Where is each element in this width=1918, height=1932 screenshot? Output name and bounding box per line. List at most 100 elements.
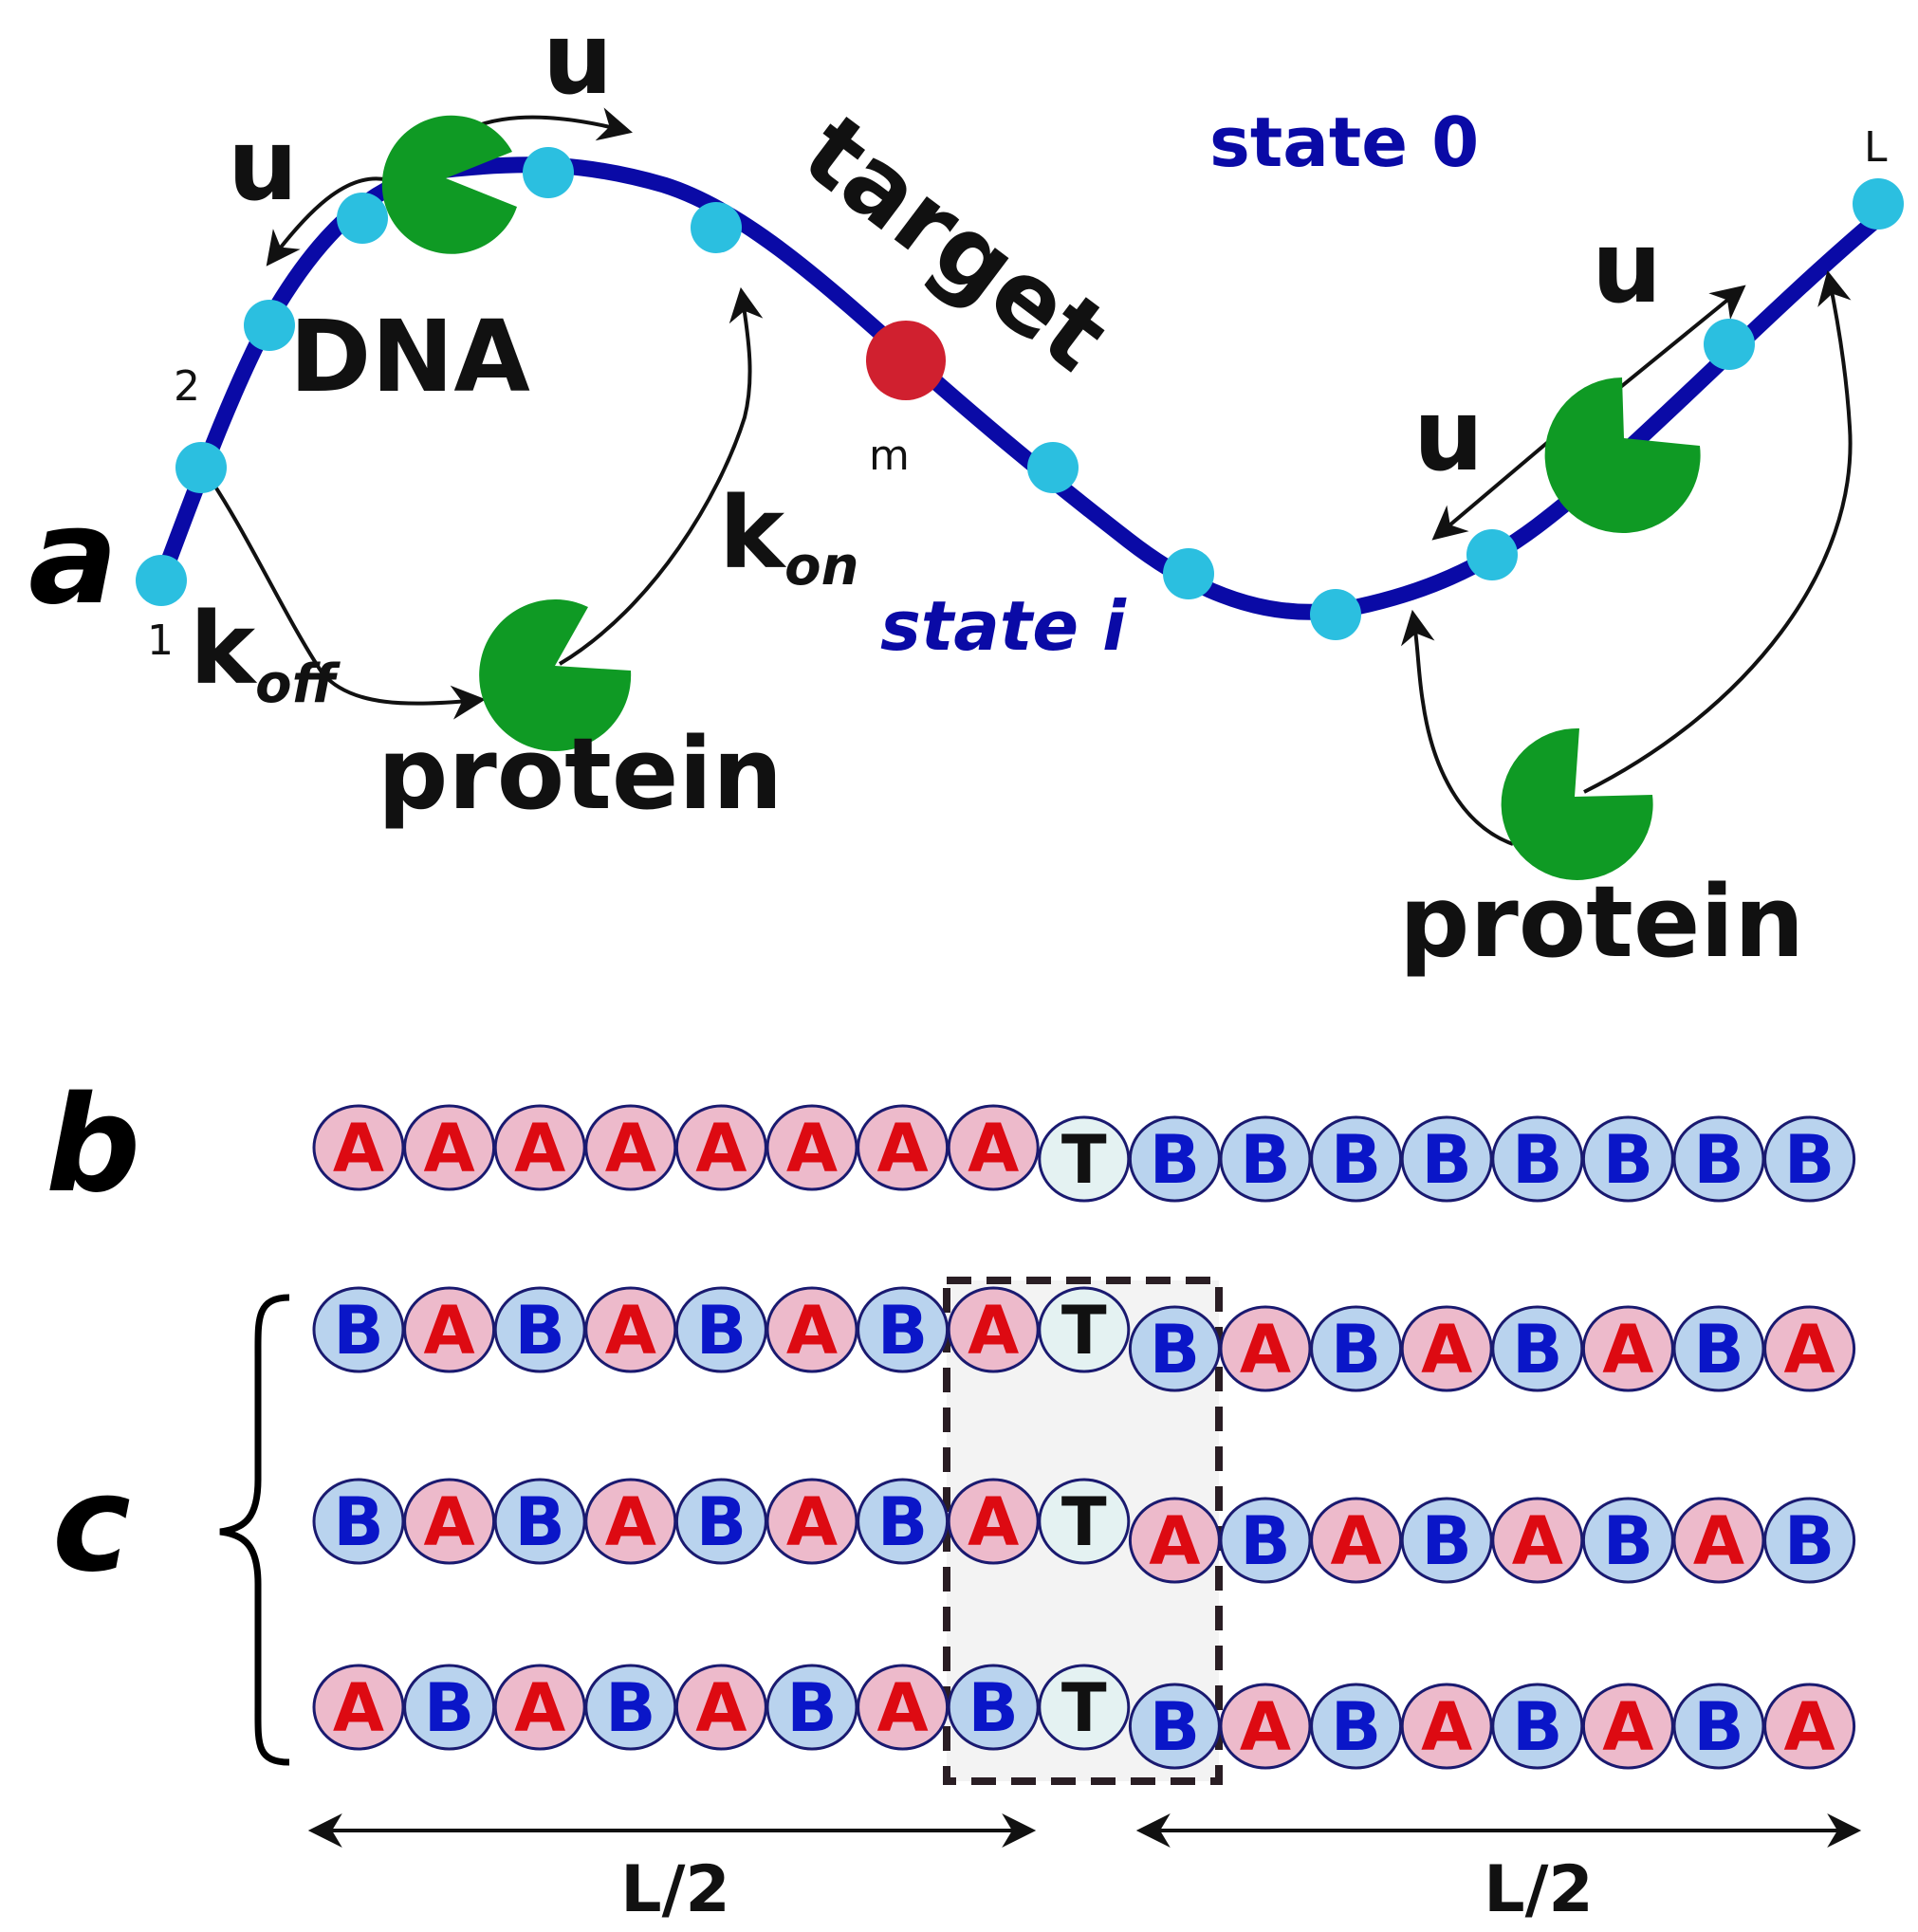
k-on-arrow-right-low	[1400, 609, 1514, 846]
bead-a: A	[584, 1286, 677, 1373]
bead-circle	[765, 1664, 858, 1751]
bead-letter: B	[1422, 1121, 1472, 1199]
bead-circle	[1581, 1683, 1674, 1770]
bead-circle	[1400, 1115, 1493, 1203]
bead-letter: B	[515, 1483, 565, 1561]
u-arrow-right-forward	[1611, 285, 1746, 396]
k-on-arrow-left	[558, 286, 764, 666]
bead-circle	[493, 1286, 586, 1373]
bead-letter: B	[1693, 1311, 1743, 1389]
bead-circle	[312, 1104, 405, 1191]
bead-a: A	[1219, 1683, 1312, 1770]
half-length-label-right: L/2	[1484, 1852, 1593, 1927]
bead-circle	[1038, 1115, 1131, 1203]
bead-a: A	[1491, 1497, 1584, 1584]
bead-letter: B	[696, 1483, 747, 1561]
bead-letter: T	[1061, 1121, 1107, 1199]
bead-a: A	[674, 1664, 767, 1751]
bead-letter: B	[1331, 1121, 1381, 1199]
protein-free-left	[479, 599, 632, 752]
bead-a: A	[1763, 1683, 1856, 1770]
bead-letter: A	[333, 1669, 384, 1747]
bead-t: T	[1038, 1478, 1131, 1565]
state-i-label: state i	[880, 586, 1127, 666]
bead-a: A	[584, 1104, 677, 1191]
dna-site	[1466, 529, 1518, 580]
bead-circle	[1219, 1115, 1312, 1203]
bead-b: B	[674, 1286, 767, 1373]
bead-b: B	[1310, 1305, 1403, 1392]
bead-b: B	[1491, 1683, 1584, 1770]
bead-letter: A	[1602, 1688, 1653, 1766]
bead-a: A	[857, 1664, 950, 1751]
bead-b: B	[947, 1664, 1040, 1751]
bead-circle	[312, 1286, 405, 1373]
site-L-label: L	[1864, 123, 1888, 172]
u-label-top: u	[543, 1, 613, 117]
bead-b: B	[1672, 1683, 1765, 1770]
bead-circle	[1128, 1497, 1221, 1584]
bead-circle	[765, 1104, 858, 1191]
dna-site	[1163, 548, 1214, 599]
bead-letter: B	[1331, 1311, 1381, 1389]
bead-circle	[947, 1478, 1040, 1565]
bead-letter: B	[1693, 1688, 1743, 1766]
bead-a: A	[403, 1286, 496, 1373]
bead-b: B	[1491, 1115, 1584, 1203]
protein-free-right	[1501, 727, 1653, 880]
dna-label: DNA	[289, 299, 530, 414]
dna-site	[1853, 178, 1904, 230]
bead-b: B	[1219, 1115, 1312, 1203]
bead-b: B	[857, 1286, 950, 1373]
bead-a: A	[403, 1478, 496, 1565]
bead-circle	[584, 1664, 677, 1751]
bead-letter: B	[1603, 1121, 1653, 1199]
bead-a: A	[493, 1664, 586, 1751]
bead-a: A	[765, 1478, 858, 1565]
bead-circle	[1763, 1305, 1856, 1392]
bead-a: A	[312, 1104, 405, 1191]
state-0-label: state 0	[1209, 102, 1479, 182]
bead-letter: A	[877, 1669, 929, 1747]
bead-letter: B	[515, 1292, 565, 1370]
bead-a: A	[1310, 1497, 1403, 1584]
bead-letter: B	[333, 1292, 383, 1370]
protein-left-label: protein	[378, 716, 783, 832]
dna-site	[1027, 442, 1079, 493]
bead-circle	[1310, 1305, 1403, 1392]
bead-b: B	[312, 1478, 405, 1565]
bead-letter: B	[786, 1669, 837, 1747]
bead-circle	[857, 1664, 950, 1751]
bead-letter: B	[1603, 1502, 1653, 1580]
bead-t: T	[1038, 1115, 1131, 1203]
k-off-main: k	[190, 591, 258, 707]
bead-a: A	[947, 1478, 1040, 1565]
bead-circle	[493, 1104, 586, 1191]
bead-letter: B	[1784, 1121, 1835, 1199]
bead-letter: B	[1512, 1311, 1562, 1389]
bead-circle	[947, 1286, 1040, 1373]
bead-b: B	[857, 1478, 950, 1565]
panel-a: a	[28, 1, 1904, 980]
bead-letter: A	[1512, 1502, 1563, 1580]
bead-b: B	[1763, 1115, 1856, 1203]
target-label: target	[783, 93, 1130, 395]
bead-letter: B	[1240, 1502, 1290, 1580]
bead-letter: A	[968, 1483, 1019, 1561]
panel-b-label: b	[46, 1068, 140, 1223]
dna-site	[1704, 319, 1755, 370]
bead-b: B	[1400, 1115, 1493, 1203]
bead-letter: A	[1240, 1311, 1291, 1389]
bead-b: B	[1128, 1683, 1221, 1770]
bead-letter: B	[968, 1669, 1019, 1747]
site-m-label: m	[869, 432, 910, 480]
bead-letter: A	[695, 1110, 747, 1187]
bead-b: B	[1400, 1497, 1493, 1584]
bead-a: A	[1763, 1305, 1856, 1392]
bead-circle	[674, 1664, 767, 1751]
bead-circle	[493, 1478, 586, 1565]
bead-letter: A	[786, 1292, 838, 1370]
bead-circle	[1581, 1115, 1674, 1203]
